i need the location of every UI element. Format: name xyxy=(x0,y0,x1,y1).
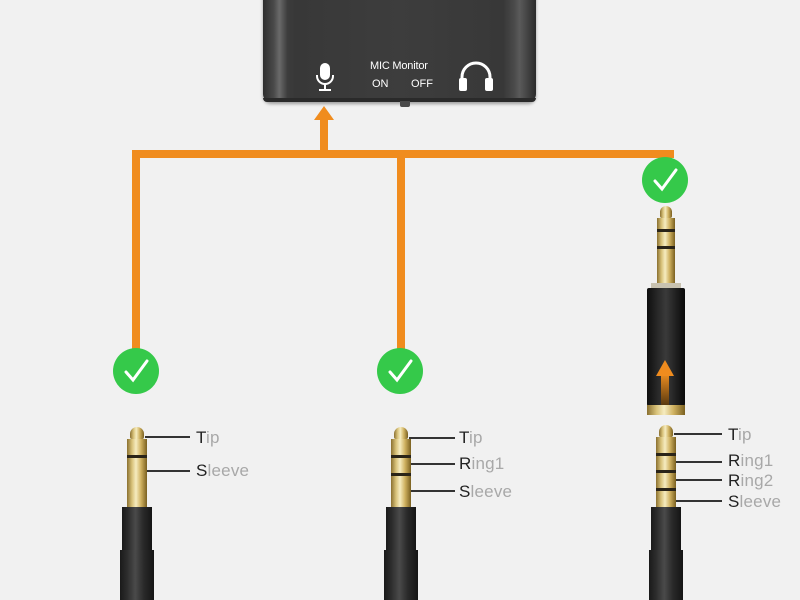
headphones-icon xyxy=(457,60,495,92)
adapter-socket-rim xyxy=(647,405,685,415)
connector-line-trs xyxy=(397,150,405,350)
plug-tip xyxy=(130,427,144,439)
plug-shaft xyxy=(656,437,676,509)
arrow-up-icon xyxy=(656,360,674,376)
label-sleeve: Sleeve xyxy=(196,461,250,480)
label-ring1: Ring1 xyxy=(459,454,505,473)
arrow-up-icon xyxy=(314,106,334,120)
plug-cable xyxy=(649,550,683,600)
label-tip: Tip xyxy=(728,425,752,444)
switch-off-label: OFF xyxy=(411,78,433,90)
label-tip: Tip xyxy=(459,428,483,447)
check-badge-trrs xyxy=(642,157,688,203)
connector-line-to-mic xyxy=(320,118,328,152)
plug-tip xyxy=(659,425,673,437)
plug-shaft xyxy=(127,439,147,509)
plug-tip xyxy=(394,427,408,439)
checkmark-icon xyxy=(653,168,678,192)
label-ring2: Ring2 xyxy=(728,471,774,490)
check-badge-ts xyxy=(113,348,159,394)
monitor-switch[interactable] xyxy=(400,101,410,107)
plug-cable-collar xyxy=(386,507,416,552)
plug-cable xyxy=(120,550,154,600)
plug-cable xyxy=(384,550,418,600)
switch-on-label: ON xyxy=(372,78,389,90)
microphone-icon xyxy=(314,62,336,92)
mic-monitor-label: MIC Monitor xyxy=(370,60,428,72)
adapter-plug-shaft xyxy=(657,218,675,284)
plug-cable-collar xyxy=(651,507,681,552)
connector-line-ts xyxy=(132,150,140,350)
label-sleeve: Sleeve xyxy=(459,482,513,501)
label-ring1: Ring1 xyxy=(728,451,774,470)
label-sleeve: Sleeve xyxy=(728,492,782,511)
device-bottom-edge xyxy=(263,98,536,102)
checkmark-icon xyxy=(388,359,413,383)
checkmark-icon xyxy=(124,359,149,383)
audio-interface-device xyxy=(263,0,536,102)
check-badge-trs xyxy=(377,348,423,394)
plug-cable-collar xyxy=(122,507,152,552)
label-tip: Tip xyxy=(196,428,220,447)
adapter-plug-tip xyxy=(660,206,672,218)
